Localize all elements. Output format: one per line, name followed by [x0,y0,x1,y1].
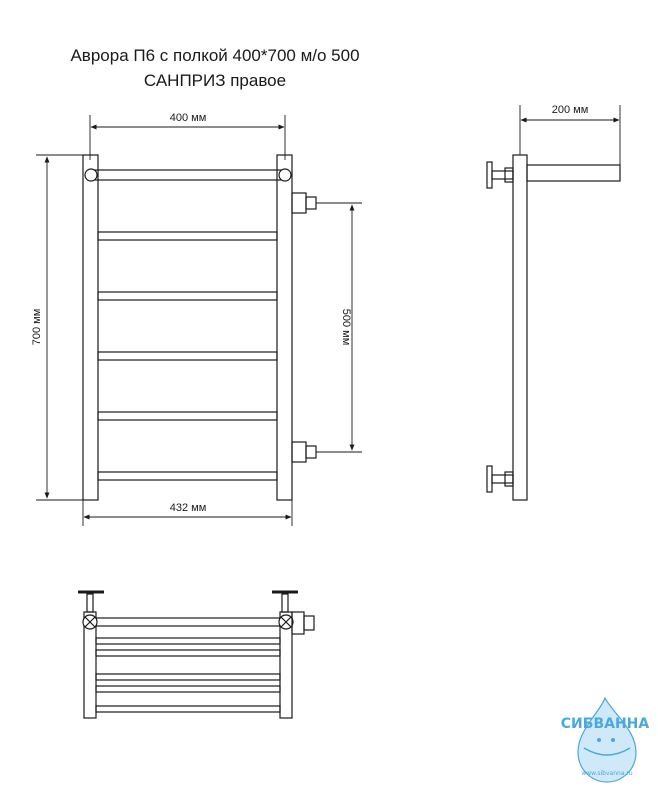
fitting-lower [291,441,307,463]
top-upright-right [279,611,293,719]
wall-bracket-upper [491,170,514,180]
fitting-upper-nut [305,196,317,210]
rung [97,231,278,241]
top-view [78,590,315,719]
top-bar [95,649,281,657]
top-mount-right [281,593,289,613]
top-bar [95,705,281,713]
sibvanna-logo: СИБВАННА www.sibvanna.ru [561,696,650,783]
front-view [82,154,317,501]
rung [97,291,278,301]
drawing-title: Аврора П6 с полкой 400*700 м/о 500 [70,46,360,65]
top-bar [95,637,281,645]
left-upright [82,154,99,501]
wall-flange-lower [486,465,493,493]
side-view [486,154,621,501]
side-dimensions [519,105,621,165]
logo-url: www.sibvanna.ru [581,770,633,777]
top-shelf-bar [95,617,281,627]
right-upright [276,154,293,501]
rung [97,411,278,421]
rung [97,471,278,481]
shelf-end-left [84,168,98,182]
top-upright-left [83,611,97,719]
dim-label-center-distance: 500 мм [340,309,352,346]
fitting-upper [291,192,307,214]
bracket-nut-lower [504,471,514,487]
dim-label-top-width: 400 мм [170,112,207,124]
dim-label-height: 700 мм [31,309,43,346]
shelf-bar [89,169,286,181]
side-shelf [526,164,621,182]
top-fitting [291,611,305,635]
top-bar [95,673,281,681]
logo-name: СИБВАННА [561,716,650,732]
wall-bracket-lower [491,474,514,484]
drawing-subtitle: САНПРИЗ правое [143,71,287,90]
rung [97,351,278,361]
dim-label-total-width: 432 мм [170,502,207,514]
dim-label-depth: 200 мм [552,104,589,116]
wall-flange-upper [486,161,493,189]
side-upright [512,154,528,501]
top-fitting-nut [303,615,315,631]
shelf-end-right [278,168,292,182]
front-dimensions [36,115,362,526]
water-drop-icon [577,696,637,783]
bracket-nut-upper [504,167,514,183]
top-mount-left [86,593,94,613]
fitting-lower-nut [305,445,317,459]
top-bar [95,685,281,693]
